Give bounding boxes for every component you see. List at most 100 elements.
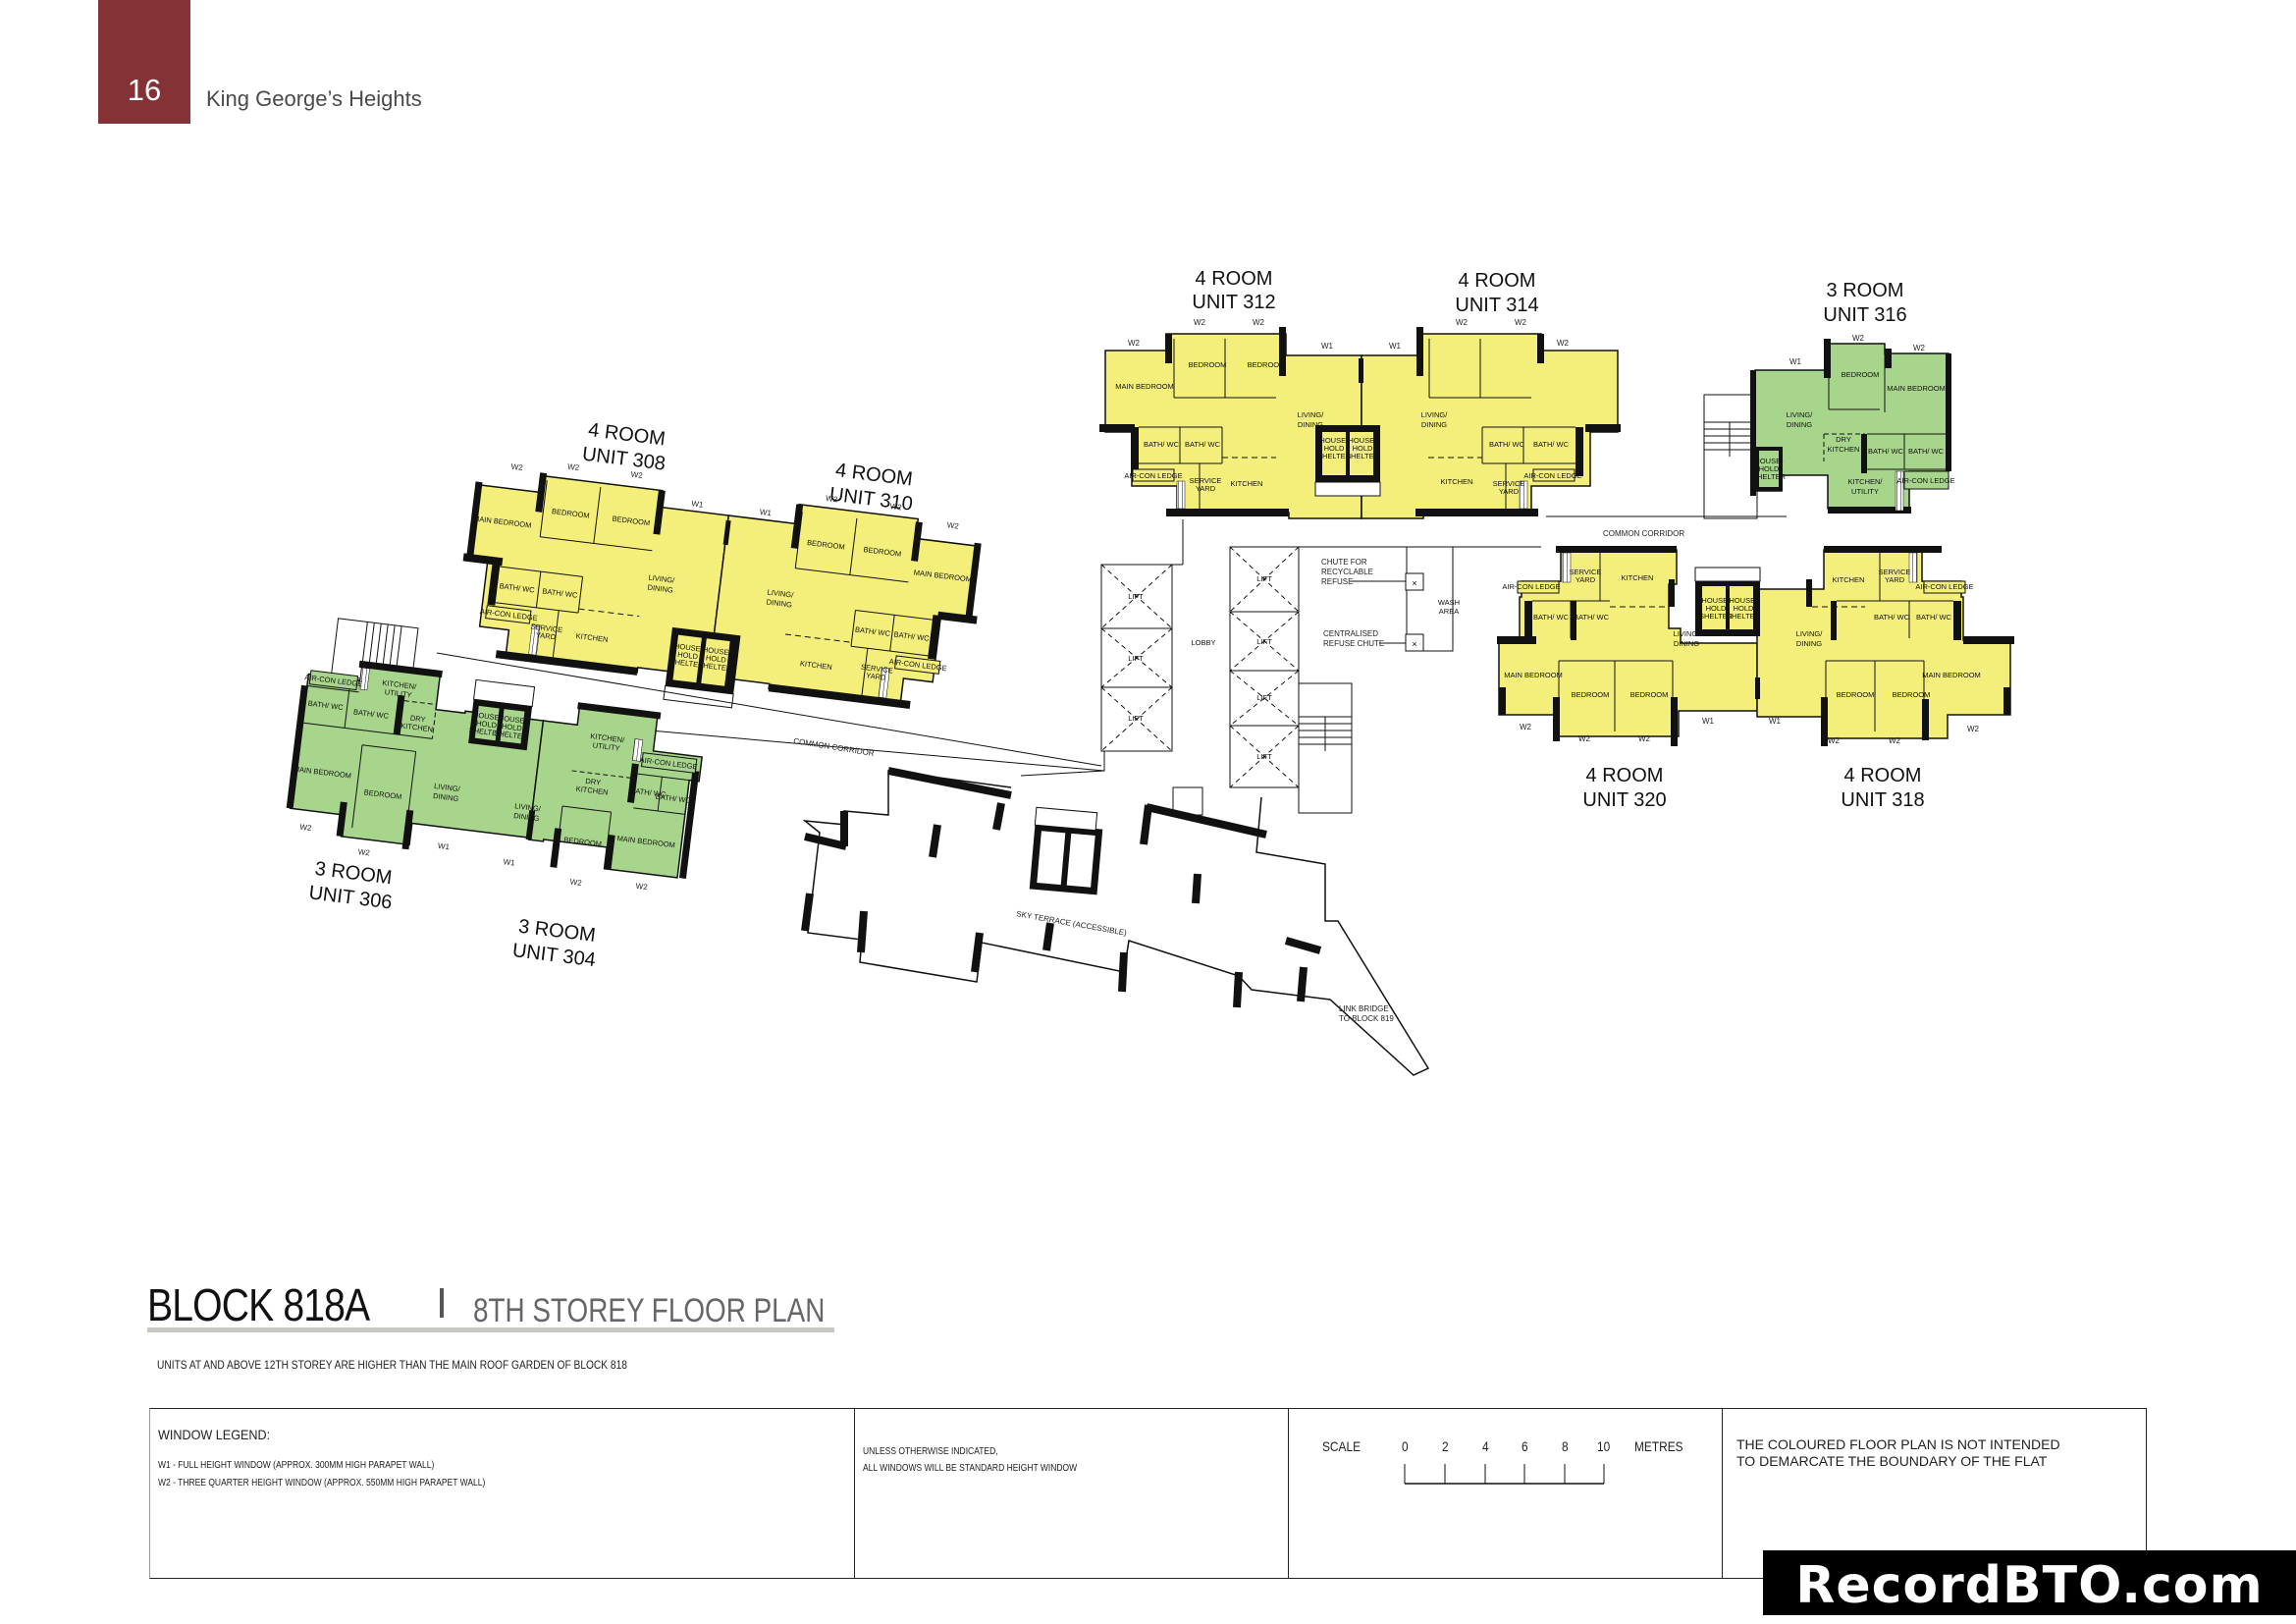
sky-terrace-label: SKY TERRACE (ACCESSIBLE) [1016, 909, 1128, 938]
svg-text:HOLD: HOLD [1353, 444, 1373, 453]
svg-text:BATH/ WC: BATH/ WC [1144, 440, 1180, 449]
svg-text:LIVING/: LIVING/ [1298, 410, 1325, 419]
svg-text:DINING: DINING [1787, 420, 1812, 429]
svg-text:HOUSE-: HOUSE- [702, 645, 732, 658]
svg-text:AIR-CON LEDGE: AIR-CON LEDGE [1124, 471, 1182, 480]
svg-text:UTILITY: UTILITY [592, 740, 620, 752]
svg-text:BEDROOM: BEDROOM [1189, 360, 1227, 369]
svg-text:BATH/ WC: BATH/ WC [893, 629, 931, 642]
svg-text:LIVING/: LIVING/ [1787, 410, 1814, 419]
svg-text:W2: W2 [1557, 339, 1570, 348]
page-number: 16 [127, 73, 162, 107]
svg-text:HOLD: HOLD [1759, 464, 1780, 473]
svg-text:AIR-CON LEDGE: AIR-CON LEDGE [1502, 582, 1560, 591]
svg-text:W1: W1 [1321, 342, 1334, 351]
svg-text:KITCHEN/: KITCHEN/ [1847, 477, 1883, 486]
svg-text:SERVICE: SERVICE [1190, 476, 1222, 485]
svg-text:HOLD: HOLD [1734, 604, 1754, 613]
svg-text:DRY: DRY [585, 777, 602, 787]
svg-text:BEDROOM: BEDROOM [1842, 370, 1880, 379]
sky-terrace: SKY TERRACE (ACCESSIBLE) LINK BRIDGE TO … [801, 767, 1430, 1076]
svg-text:HOLD: HOLD [476, 719, 498, 731]
svg-text:BATH/ WC: BATH/ WC [1916, 613, 1952, 622]
lobby-label: LOBBY [1191, 638, 1215, 647]
svg-text:YARD: YARD [1499, 487, 1520, 496]
svg-text:W2: W2 [1194, 318, 1206, 327]
svg-text:W2: W2 [1967, 725, 1980, 733]
scale-label: SCALE [1322, 1438, 1362, 1454]
svg-text:DINING: DINING [647, 583, 673, 595]
svg-text:LIVING/: LIVING/ [434, 782, 461, 793]
svg-text:W2: W2 [1515, 318, 1527, 327]
svg-text:W2: W2 [357, 847, 371, 857]
legend-table: WINDOW LEGEND: W1 - FULL HEIGHT WINDOW (… [149, 1408, 2147, 1579]
svg-text:LIFT: LIFT [1128, 654, 1144, 663]
svg-text:BATH/ WC: BATH/ WC [1908, 447, 1945, 456]
svg-text:SERVICE: SERVICE [1879, 568, 1911, 576]
svg-text:BEDROOM: BEDROOM [1248, 360, 1286, 369]
svg-text:W2: W2 [1913, 344, 1926, 352]
svg-text:DINING: DINING [1421, 420, 1447, 429]
svg-text:DINING: DINING [1796, 639, 1822, 648]
svg-text:BEDROOM: BEDROOM [1572, 690, 1610, 699]
svg-text:W2: W2 [826, 494, 839, 504]
standard-window-note-line2: ALL WINDOWS WILL BE STANDARD HEIGHT WIND… [863, 1463, 1078, 1474]
disclaimer-line2: TO DEMARCATE THE BOUNDARY OF THE FLAT [1736, 1453, 2048, 1469]
svg-text:LIFT: LIFT [1256, 693, 1272, 702]
svg-text:BATH/ WC: BATH/ WC [1868, 447, 1904, 456]
floor-title: 8TH STOREY FLOOR PLAN [473, 1292, 826, 1329]
svg-text:SERVICE: SERVICE [861, 663, 894, 676]
svg-text:MAIN BEDROOM: MAIN BEDROOM [1922, 671, 1981, 679]
svg-text:W2: W2 [1520, 723, 1532, 731]
svg-text:LIVING/: LIVING/ [1674, 629, 1701, 638]
svg-text:HOLD: HOLD [677, 650, 699, 662]
svg-text:SERVICE: SERVICE [1493, 479, 1525, 488]
link-bridge-label: LINK BRIDGE [1339, 1004, 1389, 1013]
scale-bar [1404, 1464, 1605, 1485]
svg-text:LIFT: LIFT [1256, 752, 1272, 761]
svg-text:W2: W2 [567, 462, 581, 472]
svg-text:LIVING/: LIVING/ [514, 801, 542, 813]
svg-text:BATH/ WC: BATH/ WC [854, 625, 891, 638]
svg-text:YARD: YARD [866, 671, 887, 681]
svg-text:W1: W1 [1389, 342, 1402, 351]
svg-text:BATH/ WC: BATH/ WC [353, 707, 391, 720]
svg-text:W1: W1 [1702, 717, 1715, 726]
svg-text:W2: W2 [1578, 734, 1591, 743]
svg-text:DINING: DINING [513, 811, 540, 823]
svg-text:W2: W2 [1456, 318, 1468, 327]
scale-unit: METRES [1634, 1438, 1683, 1454]
svg-text:SHELTER: SHELTER [1346, 452, 1380, 460]
svg-text:LIVING/: LIVING/ [767, 587, 794, 599]
svg-text:CENTRALISED: CENTRALISED [1323, 629, 1378, 638]
watermark: RecordBTO.com [1763, 1550, 2296, 1615]
svg-text:TO BLOCK 819: TO BLOCK 819 [1339, 1014, 1394, 1023]
svg-text:YARD: YARD [1885, 575, 1905, 584]
svg-text:AIR-CON LEDGE: AIR-CON LEDGE [1896, 476, 1954, 485]
svg-text:BATH/ WC: BATH/ WC [1874, 613, 1910, 622]
unit-320-type: 4 ROOM [1586, 765, 1664, 786]
legend-w2: W2 - THREE QUARTER HEIGHT WINDOW (APPROX… [158, 1478, 486, 1489]
scale-tick-10: 10 [1597, 1438, 1611, 1454]
svg-text:RECYCLABLE: RECYCLABLE [1321, 568, 1373, 576]
title-underline [147, 1327, 834, 1332]
svg-text:SHELTER: SHELTER [1752, 472, 1787, 481]
unit-320-number: UNIT 320 [1582, 789, 1666, 811]
svg-text:SHELTER: SHELTER [669, 657, 704, 670]
svg-text:SERVICE: SERVICE [1570, 568, 1602, 576]
svg-text:HOLD: HOLD [1324, 444, 1345, 453]
svg-text:W1: W1 [759, 508, 773, 517]
unit-314-type: 4 ROOM [1459, 270, 1536, 292]
svg-text:KITCHEN: KITCHEN [1833, 575, 1865, 584]
svg-text:BATH/ WC: BATH/ WC [1533, 613, 1570, 622]
svg-text:YARD: YARD [1575, 575, 1596, 584]
disclaimer-line1: THE COLOURED FLOOR PLAN IS NOT INTENDED [1736, 1436, 2060, 1452]
page-number-tab [98, 0, 190, 124]
svg-text:SHELTER: SHELTER [1699, 612, 1734, 621]
svg-text:LIFT: LIFT [1256, 637, 1272, 646]
